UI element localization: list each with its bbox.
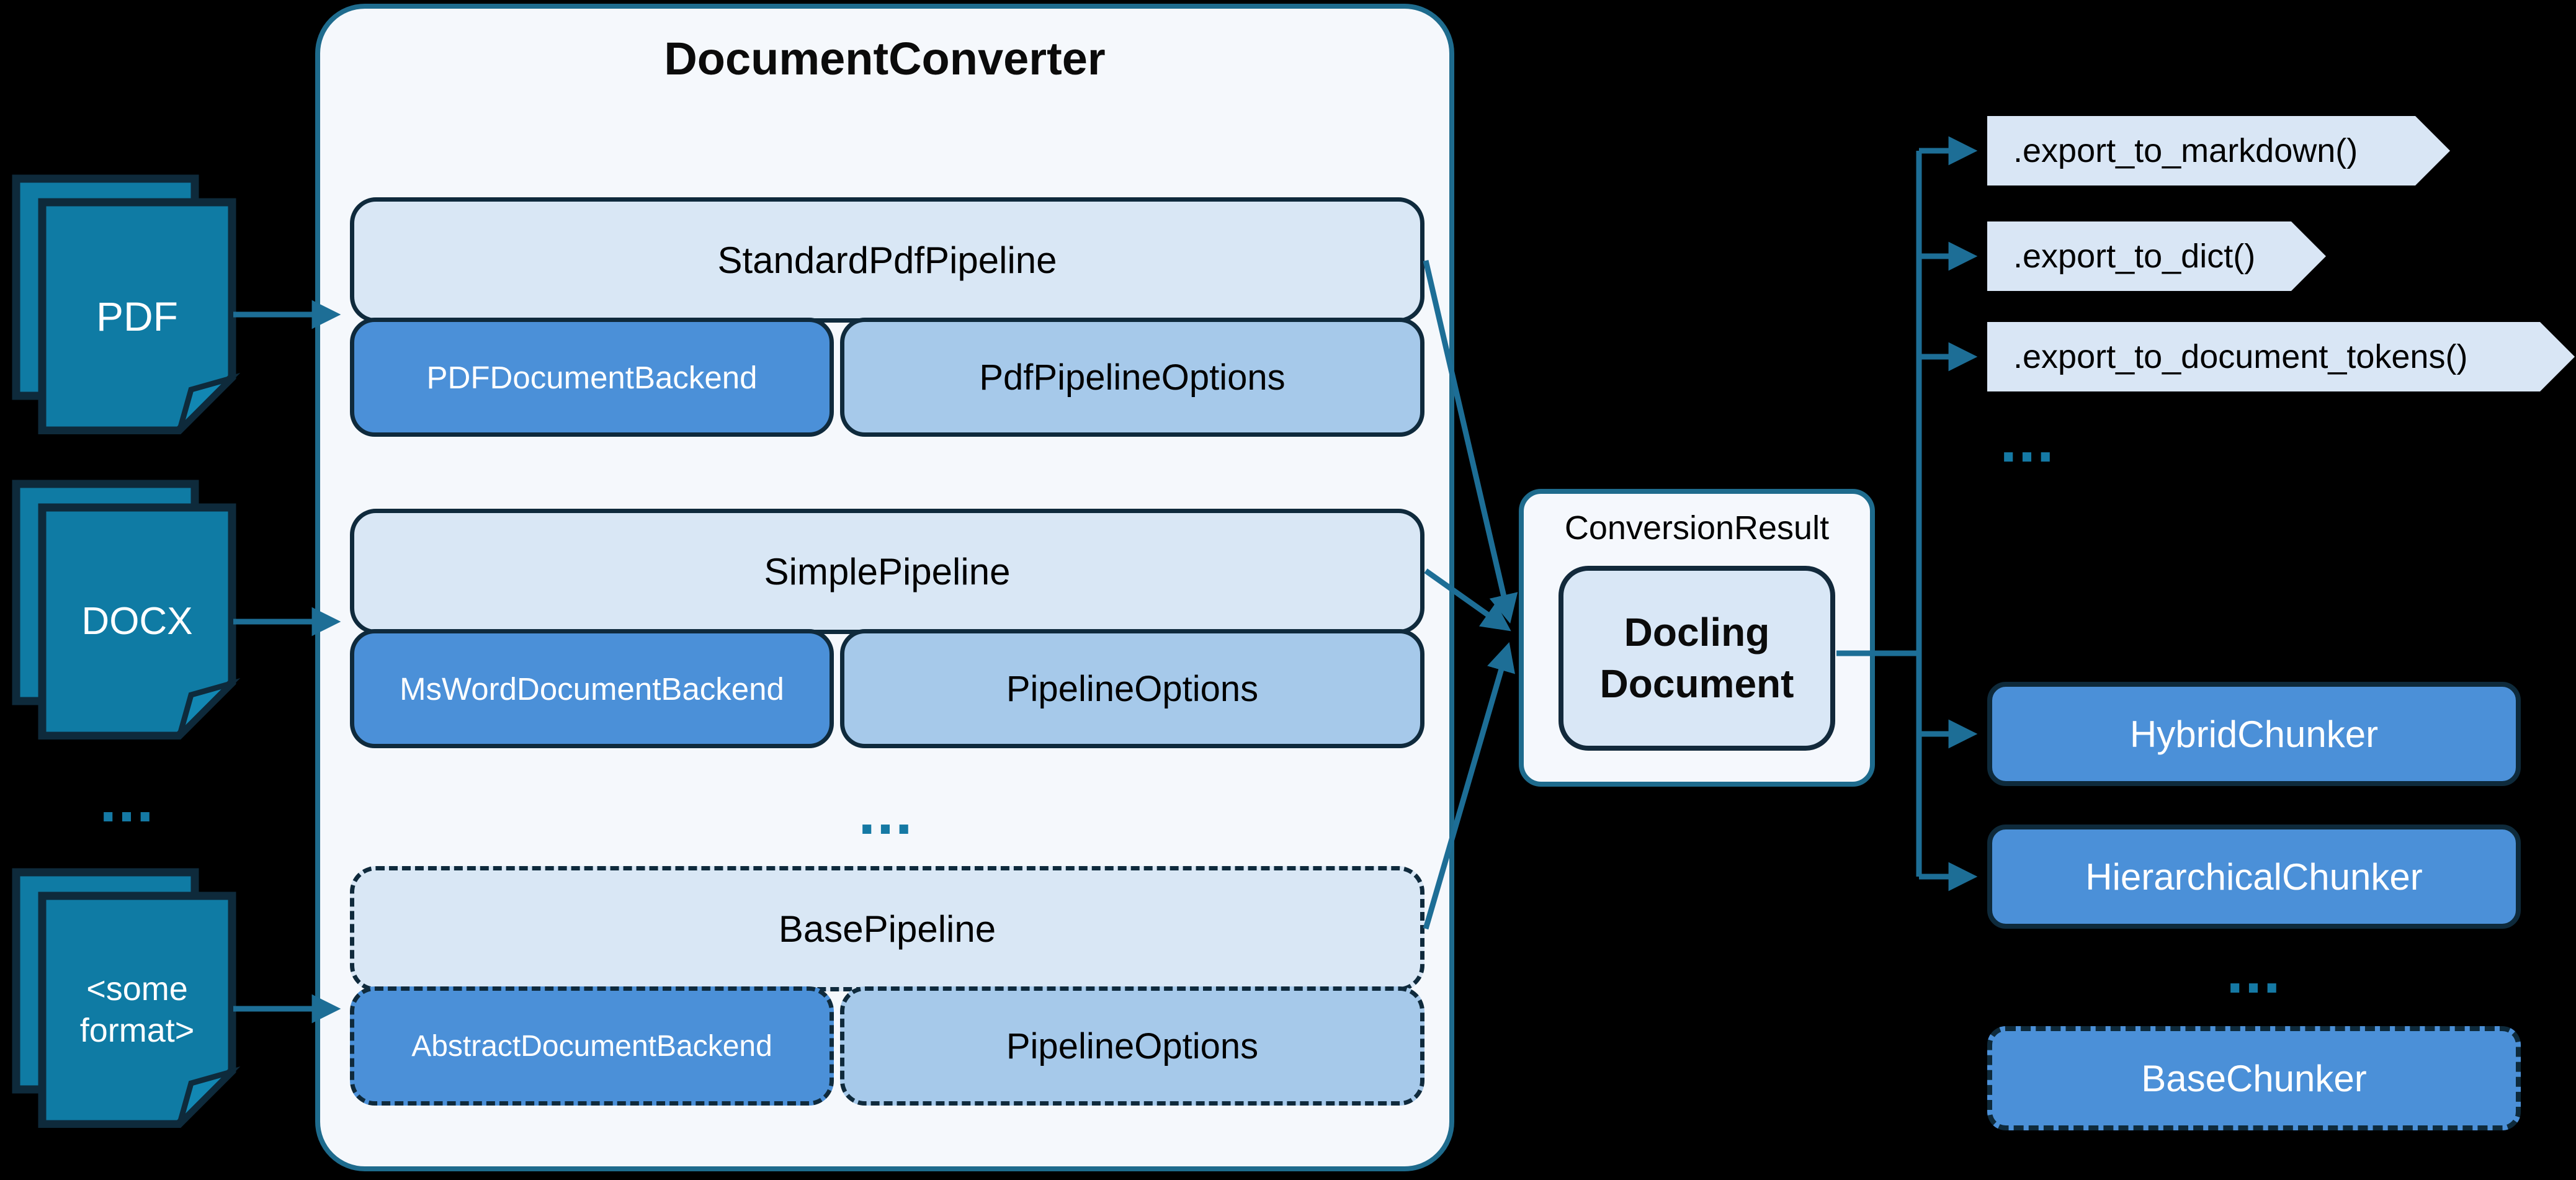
document-stack-icon [12,480,241,744]
export-to-markdown-tag: .export_to_markdown() [1987,116,2450,185]
pipelines-ellipsis: ... [858,778,914,847]
hierarchical-chunker-box: HierarchicalChunker [1987,825,2521,929]
backend-msword-document: MsWordDocumentBackend [350,629,834,748]
pipeline-base: BasePipeline [350,866,1424,991]
export-to-document-tokens-tag: .export_to_document_tokens() [1987,322,2575,391]
hybrid-chunker-box: HybridChunker [1987,682,2521,786]
docx-label: DOCX [81,600,193,643]
other-format-label: <some format> [79,970,195,1050]
options-pipeline: PipelineOptions [840,629,1424,748]
options-base-pipeline: PipelineOptions [840,986,1424,1106]
inputs-ellipsis: ... [99,766,155,835]
base-chunker-box: BaseChunker [1987,1026,2521,1130]
docx-document-stack: DOCX [11,479,247,744]
docling-document-box: Docling Document [1559,566,1835,751]
backend-pdf-document: PDFDocumentBackend [350,318,834,437]
backend-abstract-document: AbstractDocumentBackend [350,986,834,1106]
pipeline-standard-pdf: StandardPdfPipeline [350,197,1424,323]
pdf-label: PDF [96,293,178,339]
export-to-dict-tag: .export_to_dict() [1987,221,2326,291]
pdf-document-stack: PDF [11,174,247,439]
exports-ellipsis: ... [2000,406,2055,475]
options-pdf-pipeline: PdfPipelineOptions [840,318,1424,437]
document-converter-title: DocumentConverter [664,33,1106,84]
document-stack-icon [12,174,241,439]
chunkers-ellipsis: ... [2226,937,2282,1006]
conversion-result-label: ConversionResult [1564,509,1830,547]
pipeline-simple: SimplePipeline [350,509,1424,634]
other-format-document-stack: <some format> [11,867,247,1133]
document-stack-icon [12,868,241,1133]
